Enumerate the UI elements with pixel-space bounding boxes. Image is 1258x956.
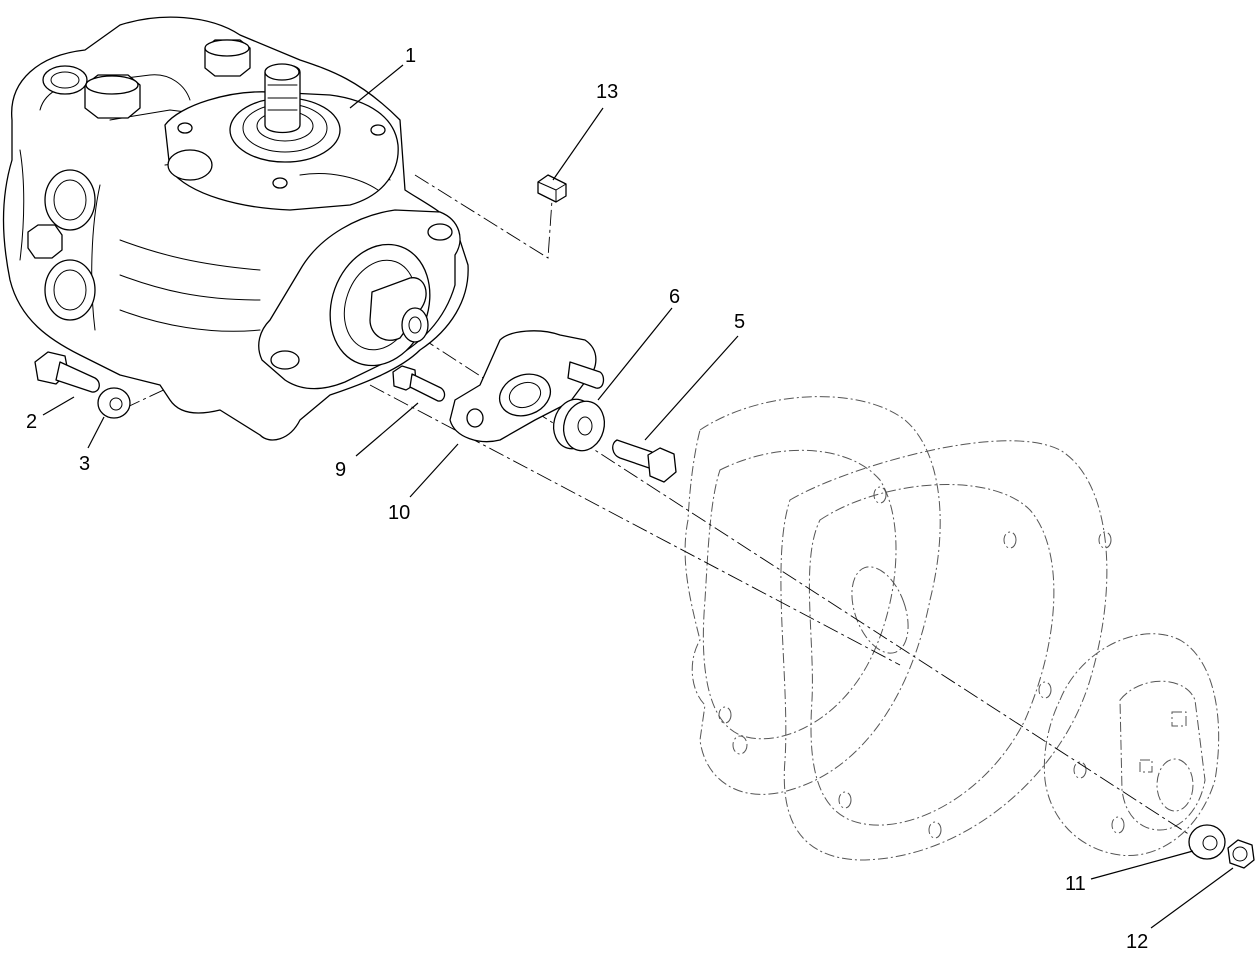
callout-5: 5 xyxy=(734,311,745,333)
callout-1: 1 xyxy=(405,45,416,67)
spacer-part-6 xyxy=(552,398,606,452)
flat-washer-part-11 xyxy=(1188,824,1226,860)
leader-12 xyxy=(1150,867,1234,929)
leader-3 xyxy=(87,416,105,449)
callout-labels: 1 13 2 3 6 5 9 10 11 12 xyxy=(26,45,1148,953)
leader-2 xyxy=(42,396,75,416)
leader-10 xyxy=(409,443,459,498)
key-part-13 xyxy=(537,174,567,203)
callout-11: 11 xyxy=(1065,873,1086,895)
leader-6 xyxy=(597,307,673,401)
ghost-coupler xyxy=(1043,633,1220,857)
callout-9: 9 xyxy=(335,459,346,481)
flange-nut-part-12 xyxy=(1227,839,1255,869)
callout-2: 2 xyxy=(26,411,37,433)
leader-5 xyxy=(644,335,739,441)
bolt-part-2 xyxy=(34,351,100,393)
flanged-bracket-part-10 xyxy=(449,330,605,443)
leader-lines xyxy=(42,64,1234,929)
washer-part-3 xyxy=(97,387,131,419)
leader-11 xyxy=(1090,850,1194,880)
callout-6: 6 xyxy=(669,286,680,308)
leader-13 xyxy=(552,107,604,181)
hydraulic-pump-part-1 xyxy=(2,16,469,441)
bolt-part-5 xyxy=(612,439,677,483)
callout-10: 10 xyxy=(388,502,410,524)
callout-13: 13 xyxy=(596,81,618,103)
ghost-adapter-housing xyxy=(684,396,1112,861)
callout-12: 12 xyxy=(1126,931,1148,953)
callout-3: 3 xyxy=(79,453,90,475)
leader-1 xyxy=(349,64,404,109)
leader-9 xyxy=(355,402,419,457)
stud-part-9 xyxy=(392,365,446,402)
